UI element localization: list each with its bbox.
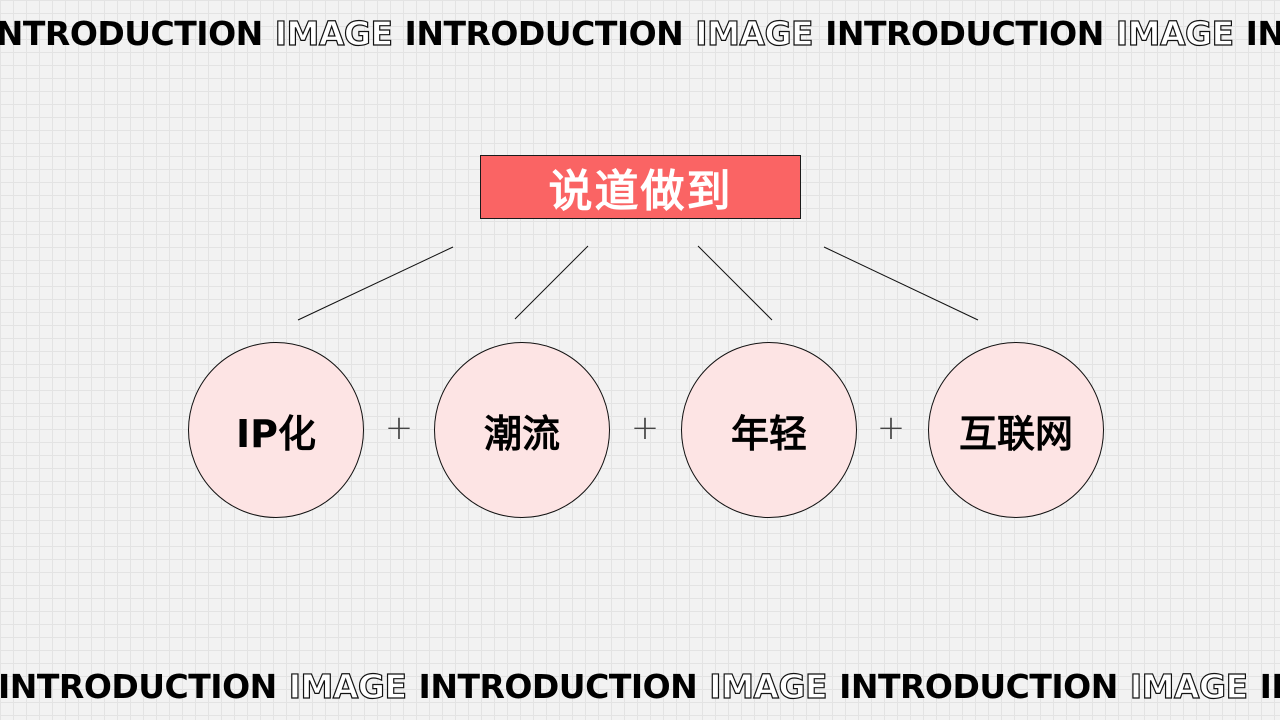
marquee-word-outline: IMAGE bbox=[695, 13, 814, 53]
node-label: 潮流 bbox=[483, 411, 560, 456]
node-label: 年轻 bbox=[730, 411, 807, 456]
title-box: 说道做到 bbox=[480, 155, 801, 219]
marquee-word: INTRODUCTION bbox=[1259, 667, 1280, 706]
plus-sign: + bbox=[384, 408, 414, 448]
node-label: IP化 bbox=[236, 411, 316, 456]
bottom-marquee: INTRODUCTION IMAGE INTRODUCTION IMAGE INTROD… bbox=[0, 665, 1280, 709]
marquee-word-outline: IMAGE bbox=[1129, 666, 1248, 706]
marquee-word: INTRODUCTION bbox=[0, 14, 263, 53]
node-circle-1: IP化 bbox=[188, 342, 364, 518]
plus-sign: + bbox=[630, 408, 660, 448]
node-circle-3: 年轻 bbox=[681, 342, 857, 518]
bottom-marquee-track: INTRODUCTION IMAGE INTRODUCTION IMAGE INTROD… bbox=[0, 665, 1280, 709]
connector-line-2 bbox=[514, 245, 589, 320]
top-marquee: INTRODUCTION IMAGE INTRODUCTION IMAGE INTROD… bbox=[0, 12, 1280, 56]
marquee-word: INTRODUCTION bbox=[1245, 14, 1280, 53]
plus-sign: + bbox=[876, 408, 906, 448]
marquee-word: INTRODUCTION bbox=[418, 667, 698, 706]
marquee-word: INTRODUCTION bbox=[404, 14, 684, 53]
diagram-title: 说道做到 bbox=[548, 166, 733, 217]
marquee-word-outline: IMAGE bbox=[709, 666, 828, 706]
marquee-word-outline: IMAGE bbox=[288, 666, 407, 706]
marquee-word-outline: IMAGE bbox=[274, 13, 393, 53]
connector-line-3 bbox=[697, 245, 773, 321]
node-label: 互联网 bbox=[958, 411, 1073, 456]
marquee-word: INTRODUCTION bbox=[839, 667, 1118, 706]
marquee-word: INTRODUCTION bbox=[0, 667, 277, 706]
marquee-word-outline: IMAGE bbox=[1115, 13, 1234, 53]
connector-line-1 bbox=[297, 246, 454, 321]
node-circle-4: 互联网 bbox=[928, 342, 1104, 518]
top-marquee-track: INTRODUCTION IMAGE INTRODUCTION IMAGE INTROD… bbox=[0, 12, 1280, 56]
connector-line-4 bbox=[823, 246, 979, 321]
node-circle-2: 潮流 bbox=[434, 342, 610, 518]
marquee-word: INTRODUCTION bbox=[825, 14, 1104, 53]
